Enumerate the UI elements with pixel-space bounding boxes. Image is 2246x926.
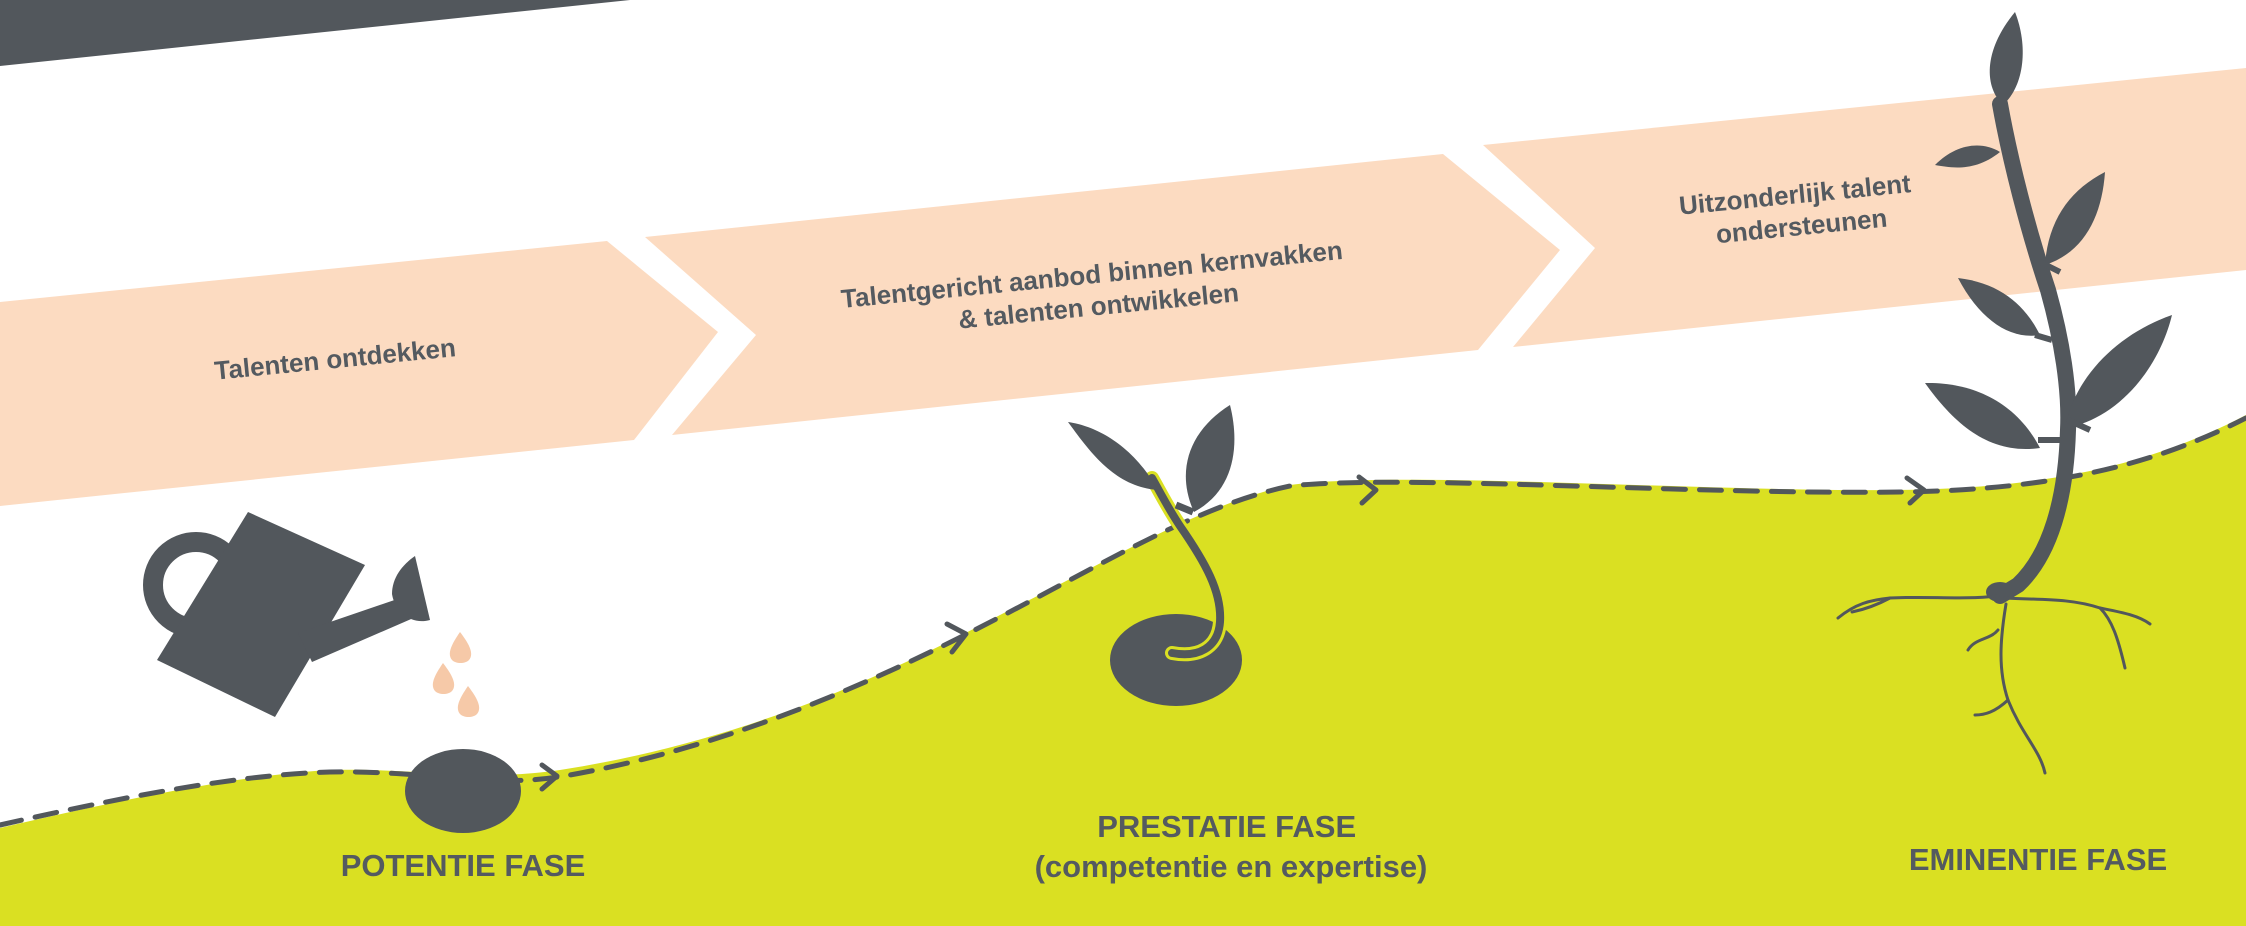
top-band — [0, 0, 630, 66]
arrow-icon — [539, 762, 560, 792]
plant-icon — [1925, 12, 2172, 604]
arrow-icon — [1356, 474, 1379, 506]
phase-prestatie-label: PRESTATIE FASE (competentie en expertise… — [1035, 809, 1428, 884]
phase-eminentie-line-1: EMINENTIE FASE — [1909, 842, 2167, 877]
sprout-icon — [1068, 405, 1242, 706]
phase-prestatie-line-2: (competentie en expertise) — [1035, 849, 1428, 884]
banner-support — [1483, 68, 2246, 347]
growth-path — [0, 415, 2246, 828]
roots-icon — [1836, 594, 2152, 775]
arrow-icon — [944, 621, 969, 655]
phase-prestatie-line-1: PRESTATIE FASE — [1097, 809, 1356, 844]
banner-develop — [645, 154, 1560, 435]
phase-potentie-line-1: POTENTIE FASE — [341, 848, 586, 883]
phase-eminentie-label: EMINENTIE FASE — [1909, 842, 2167, 877]
seed-icon — [405, 749, 521, 833]
banner-discover — [0, 241, 718, 506]
watering-can-icon — [143, 512, 430, 717]
arrow-icon — [1904, 475, 1927, 506]
water-drop-icon — [432, 632, 480, 717]
phase-potentie-label: POTENTIE FASE — [341, 848, 586, 883]
